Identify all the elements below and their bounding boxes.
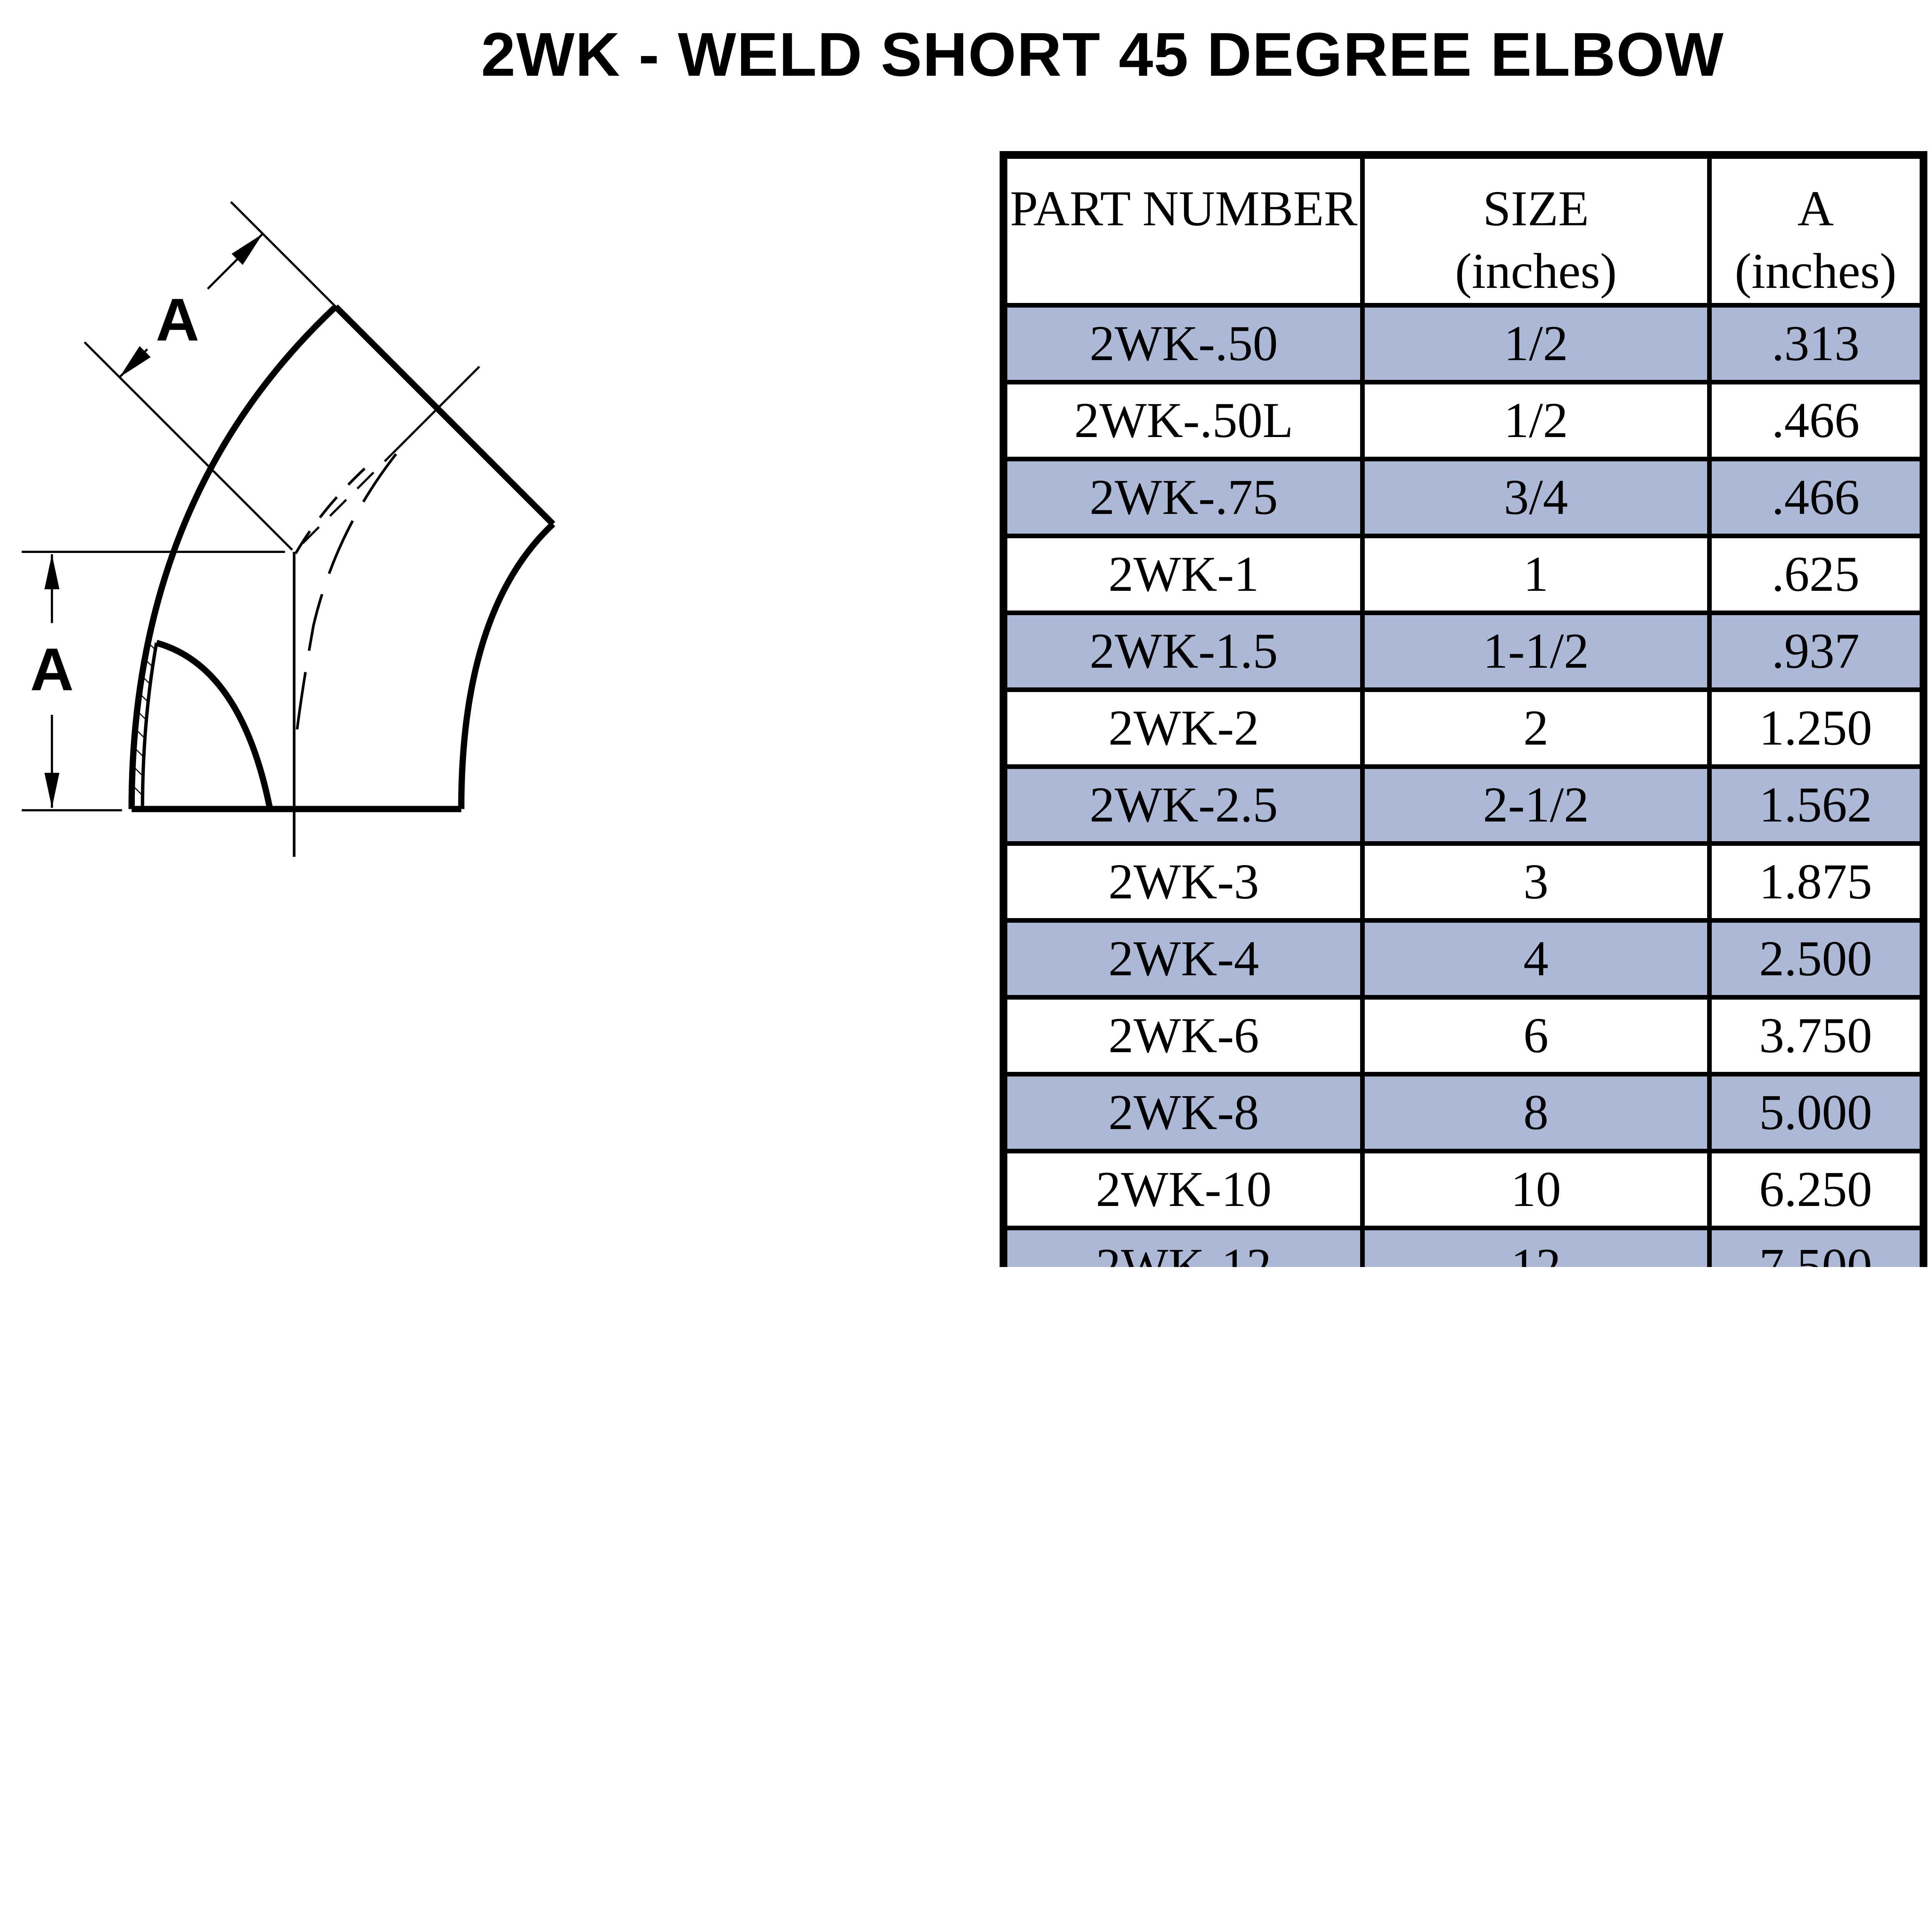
- elbow-technical-drawing: A A: [22, 201, 555, 857]
- cell-size: 10: [1360, 1148, 1712, 1230]
- cell-a-dim: .466: [1707, 456, 1925, 538]
- cell-a-dim: .466: [1707, 379, 1925, 461]
- catalog-page: 2WK - WELD SHORT 45 DEGREE ELBOW: [22, 19, 1927, 1267]
- header-row: PART NUMBER SIZE (inches) A (inches): [1002, 153, 1925, 308]
- cell-part-number: 2WK-12: [1002, 1225, 1365, 1267]
- table-row: 2WK-10 10 6.250: [1002, 1148, 1925, 1230]
- cell-a-dim: 7.500: [1707, 1225, 1925, 1267]
- cell-a-dim: .937: [1707, 610, 1925, 692]
- cell-a-dim: 3.750: [1707, 995, 1925, 1077]
- table-row: 2WK-8 8 5.000: [1002, 1071, 1925, 1153]
- upper-dim-arrowhead-down-icon: [119, 346, 151, 378]
- cell-part-number: 2WK-3: [1002, 841, 1365, 923]
- cell-part-number: 2WK-1.5: [1002, 610, 1365, 692]
- cell-size: 4: [1360, 918, 1712, 1000]
- table-row: 2WK-12 12 7.500: [1002, 1225, 1925, 1267]
- page-title: 2WK - WELD SHORT 45 DEGREE ELBOW: [481, 19, 1725, 89]
- cell-part-number: 2WK-6: [1002, 995, 1365, 1077]
- cell-a-dim: 2.500: [1707, 918, 1925, 1000]
- table-row: 2WK-.75 3/4 .466: [1002, 456, 1925, 538]
- cell-part-number: 2WK-10: [1002, 1148, 1365, 1230]
- table-row: 2WK-2.5 2-1/2 1.562: [1002, 764, 1925, 846]
- cell-size: 1/2: [1360, 303, 1712, 384]
- cell-size: 6: [1360, 995, 1712, 1077]
- lower-dim-arrowhead-up-icon: [44, 554, 60, 589]
- cell-size: 1/2: [1360, 379, 1712, 461]
- cell-a-dim: .313: [1707, 303, 1925, 384]
- cell-part-number: 2WK-4: [1002, 918, 1365, 1000]
- table-header: PART NUMBER SIZE (inches) A (inches): [1002, 153, 1925, 308]
- lower-dim-arrowhead-down-icon: [44, 773, 60, 808]
- upper-dim-arrowhead-up-icon: [231, 234, 263, 265]
- face-extension-line: [230, 201, 337, 308]
- wall-section-inner-edge: [141, 642, 158, 809]
- elbow-inner-arc: [458, 522, 555, 809]
- cell-a-dim: 5.000: [1707, 1071, 1925, 1153]
- cell-size: 12: [1360, 1225, 1712, 1267]
- lower-dim-label: A: [30, 636, 74, 703]
- cell-part-number: 2WK-2.5: [1002, 764, 1365, 846]
- upper-port-centerline-dashed: [295, 444, 402, 551]
- table-row: 2WK-.50 1/2 .313: [1002, 303, 1925, 384]
- dimensions-table: PART NUMBER SIZE (inches) A (inches) 2WK…: [1000, 151, 1927, 1267]
- table-row: 2WK-4 4 2.500: [1002, 918, 1925, 1000]
- upper-port-centerline-solid: [400, 366, 480, 446]
- cell-size: 2-1/2: [1360, 764, 1712, 846]
- cell-a-dim: .625: [1707, 533, 1925, 615]
- cell-part-number: 2WK-.75: [1002, 456, 1365, 538]
- cell-size: 8: [1360, 1071, 1712, 1153]
- wall-section-hatch: [131, 643, 156, 809]
- elbow-outer-arc: [128, 304, 338, 809]
- cell-a-dim: 1.562: [1707, 764, 1925, 846]
- cell-part-number: 2WK-2: [1002, 687, 1365, 769]
- table-row: 2WK-1 1 .625: [1002, 533, 1925, 615]
- cell-size: 1-1/2: [1360, 610, 1712, 692]
- cell-part-number: 2WK-1: [1002, 533, 1365, 615]
- table-row: 2WK-.50L 1/2 .466: [1002, 379, 1925, 461]
- header-a: A (inches): [1707, 153, 1925, 308]
- bore-arc: [155, 639, 273, 810]
- hidden-bore-curve-right: [294, 453, 397, 742]
- table-row: 2WK-1.5 1-1/2 .937: [1002, 610, 1925, 692]
- cell-part-number: 2WK-8: [1002, 1071, 1365, 1153]
- header-part-number: PART NUMBER: [1002, 153, 1365, 308]
- cell-part-number: 2WK-.50L: [1002, 379, 1365, 461]
- table-row: 2WK-3 3 1.875: [1002, 841, 1925, 923]
- hidden-bore-curve-left: [294, 468, 366, 554]
- elbow-top-face: [333, 304, 555, 526]
- cell-a-dim: 6.250: [1707, 1148, 1925, 1230]
- cell-a-dim: 1.875: [1707, 841, 1925, 923]
- cell-size: 3: [1360, 841, 1712, 923]
- table-row: 2WK-2 2 1.250: [1002, 687, 1925, 769]
- cell-a-dim: 1.250: [1707, 687, 1925, 769]
- cell-size: 2: [1360, 687, 1712, 769]
- cell-size: 3/4: [1360, 456, 1712, 538]
- cell-part-number: 2WK-.50: [1002, 303, 1365, 384]
- header-size: SIZE (inches): [1360, 153, 1712, 308]
- upper-dim-label: A: [156, 286, 199, 354]
- cell-size: 1: [1360, 533, 1712, 615]
- table-row: 2WK-6 6 3.750: [1002, 995, 1925, 1077]
